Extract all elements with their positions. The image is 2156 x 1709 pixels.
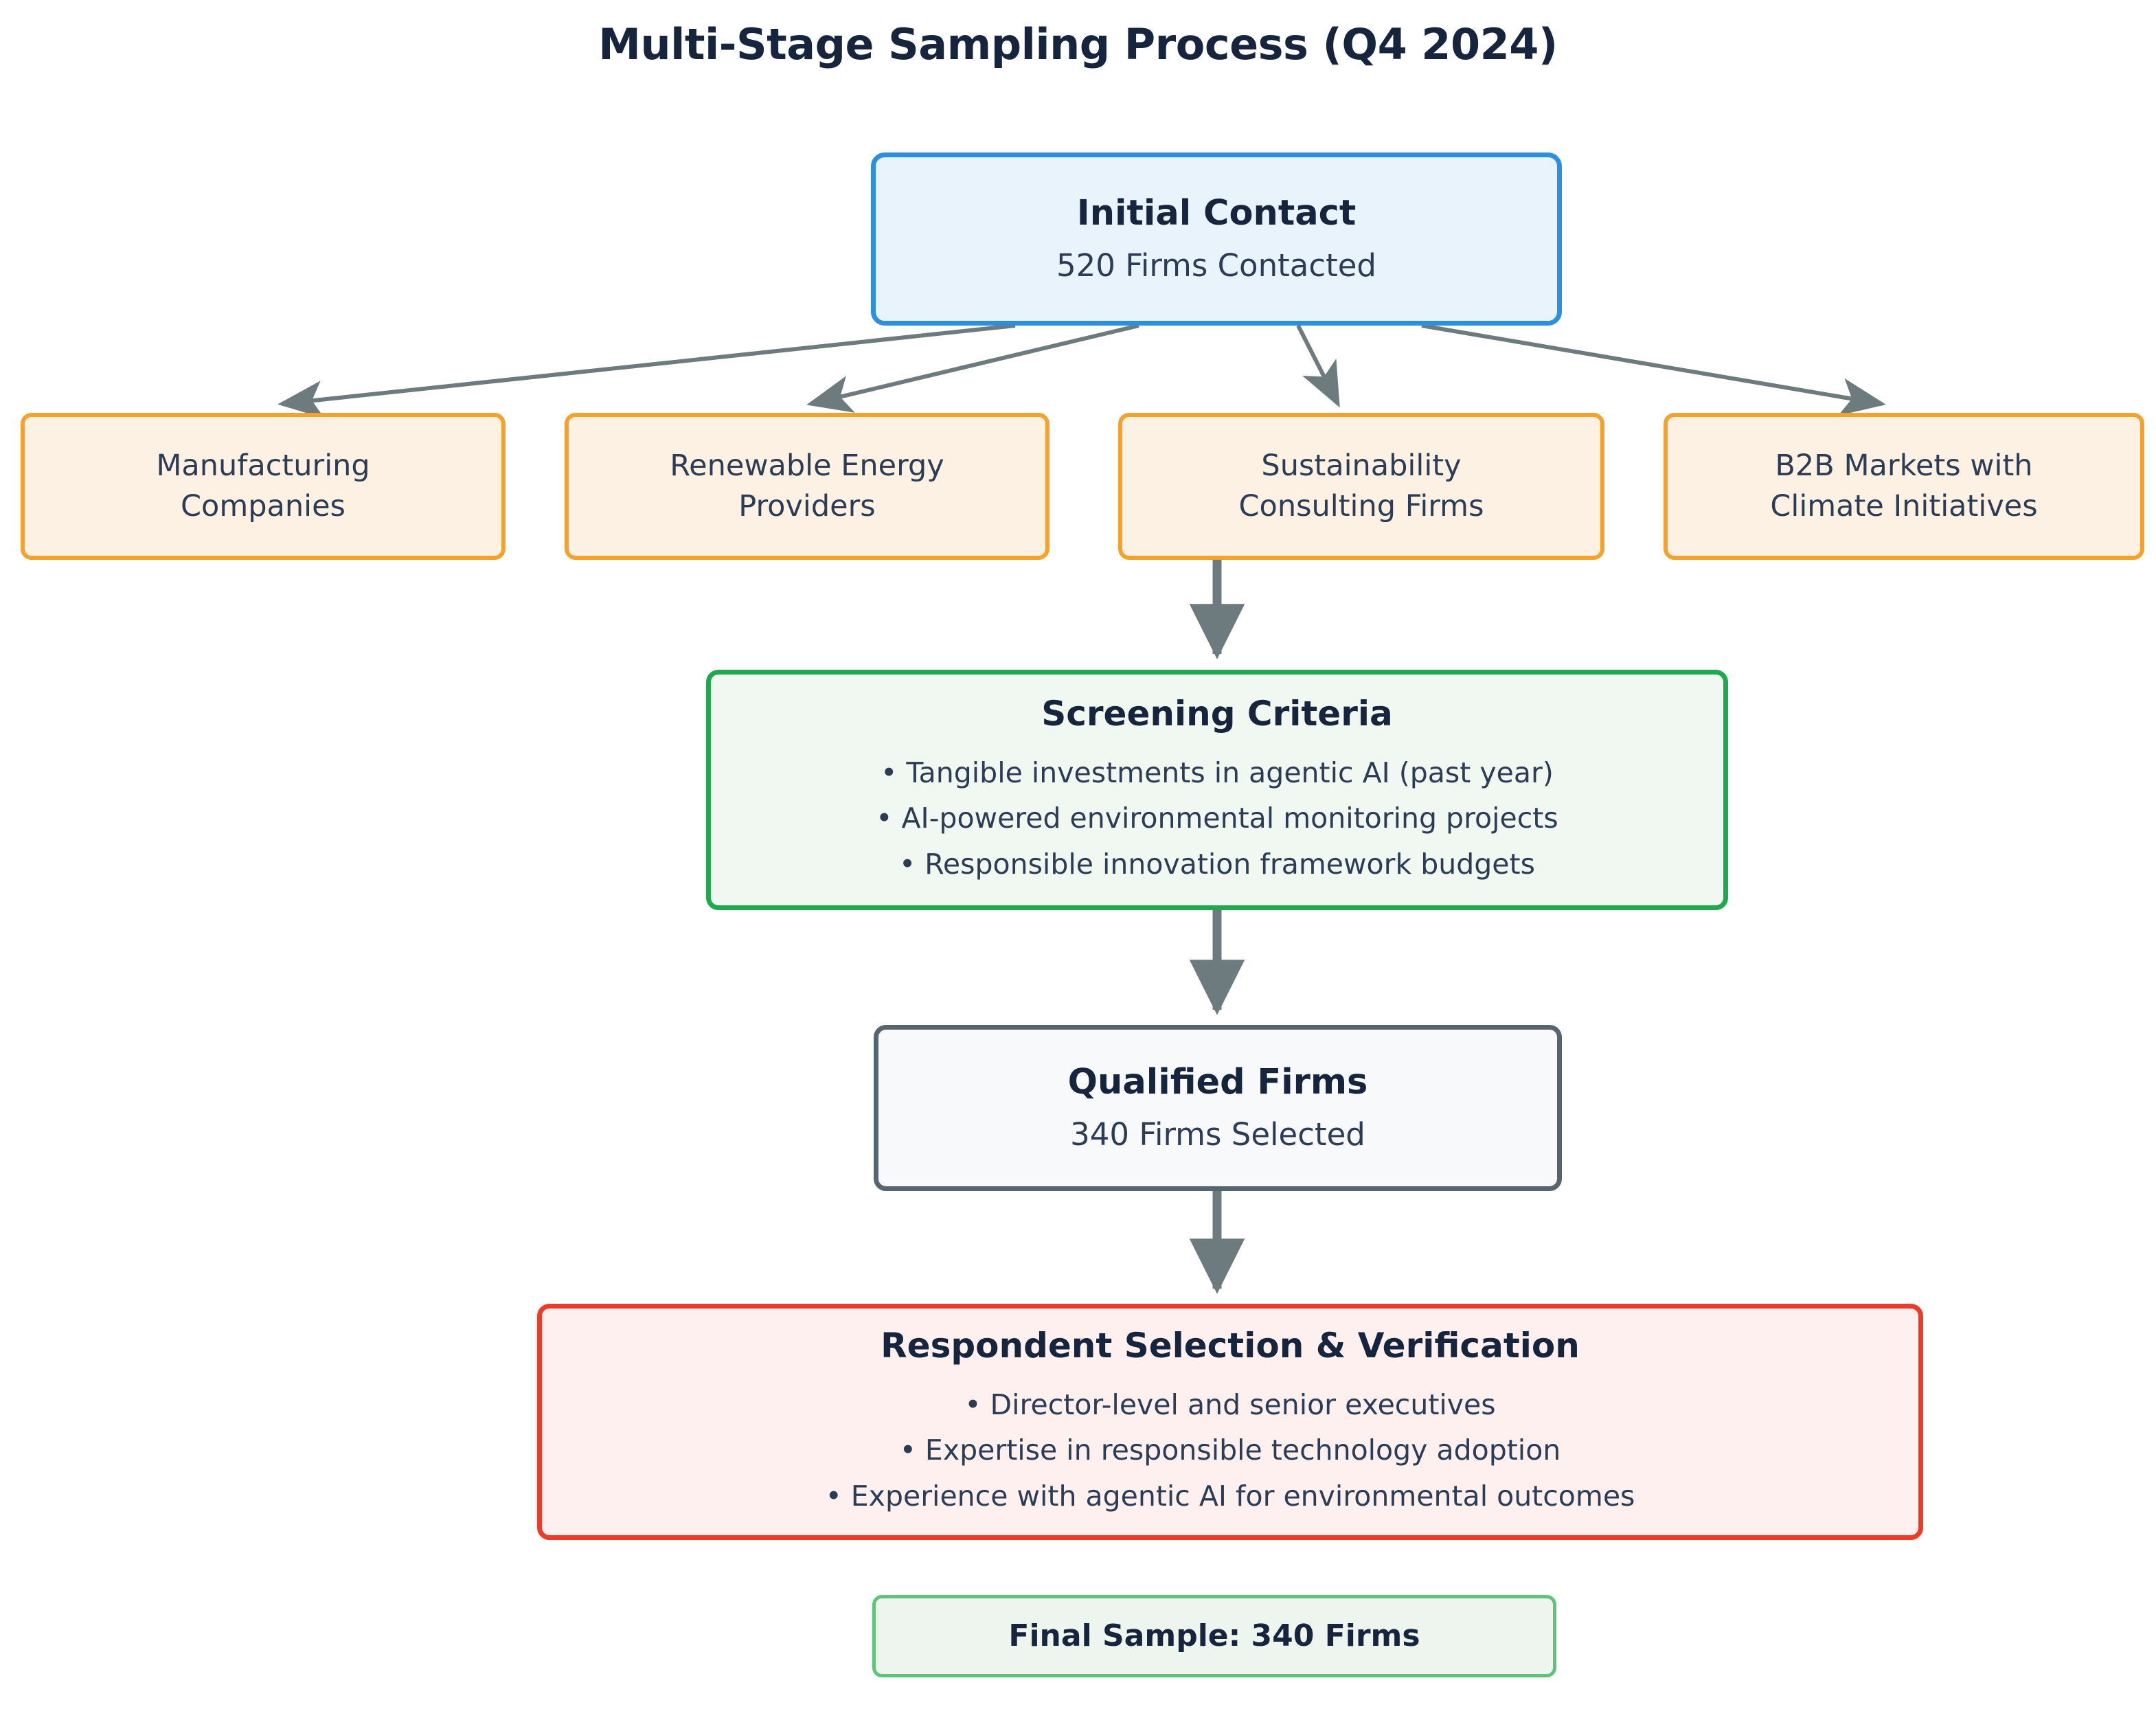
node-respondent-selection[interactable]: Respondent Selection & Verification • Di…: [537, 1304, 1923, 1540]
node-respondent-selection-title: Respondent Selection & Verification: [881, 1326, 1580, 1366]
node-segment-manufacturing-line1: Manufacturing: [156, 448, 370, 483]
node-initial-contact-subtitle: 520 Firms Contacted: [1056, 247, 1376, 284]
node-segment-manufacturing[interactable]: Manufacturing Companies: [21, 413, 506, 560]
respondent-selection-item: • Expertise in responsible technology ad…: [899, 1434, 1561, 1467]
node-respondent-selection-list: • Director-level and senior executives •…: [826, 1382, 1635, 1519]
node-initial-contact-title: Initial Contact: [1076, 192, 1357, 234]
node-segment-manufacturing-line2: Companies: [181, 489, 345, 523]
node-qualified-firms-title: Qualified Firms: [1067, 1061, 1368, 1102]
node-initial-contact[interactable]: Initial Contact 520 Firms Contacted: [871, 152, 1562, 326]
node-segment-renewable-energy-line1: Renewable Energy: [670, 448, 944, 483]
node-segment-b2b-climate-line1: B2B Markets with: [1775, 448, 2033, 483]
node-screening-criteria-list: • Tangible investments in agentic AI (pa…: [876, 750, 1558, 887]
node-segment-renewable-energy[interactable]: Renewable Energy Providers: [565, 413, 1049, 560]
node-screening-criteria[interactable]: Screening Criteria • Tangible investment…: [706, 670, 1728, 910]
respondent-selection-item: • Director-level and senior executives: [964, 1388, 1496, 1422]
node-final-sample[interactable]: Final Sample: 340 Firms: [872, 1595, 1556, 1677]
node-final-sample-title: Final Sample: 340 Firms: [1008, 1618, 1420, 1654]
node-segment-sustainability-consulting-line2: Consulting Firms: [1238, 489, 1484, 523]
node-segment-renewable-energy-line2: Providers: [738, 489, 876, 523]
screening-criteria-item: • AI-powered environmental monitoring pr…: [876, 802, 1558, 835]
node-segment-b2b-climate-line2: Climate Initiatives: [1770, 489, 2038, 523]
node-screening-criteria-title: Screening Criteria: [1041, 694, 1393, 734]
screening-criteria-item: • Tangible investments in agentic AI (pa…: [881, 756, 1554, 790]
node-qualified-firms-subtitle: 340 Firms Selected: [1070, 1116, 1365, 1153]
node-segment-sustainability-consulting[interactable]: Sustainability Consulting Firms: [1118, 413, 1604, 560]
edge-initial-to-segments: [277, 324, 1886, 419]
node-qualified-firms[interactable]: Qualified Firms 340 Firms Selected: [874, 1025, 1562, 1191]
node-segment-b2b-climate[interactable]: B2B Markets with Climate Initiatives: [1664, 413, 2144, 560]
screening-criteria-item: • Responsible innovation framework budge…: [899, 847, 1535, 881]
node-segment-sustainability-consulting-line1: Sustainability: [1261, 448, 1462, 483]
page-title: Multi-Stage Sampling Process (Q4 2024): [598, 19, 1558, 69]
respondent-selection-item: • Experience with agentic AI for environ…: [825, 1479, 1635, 1513]
